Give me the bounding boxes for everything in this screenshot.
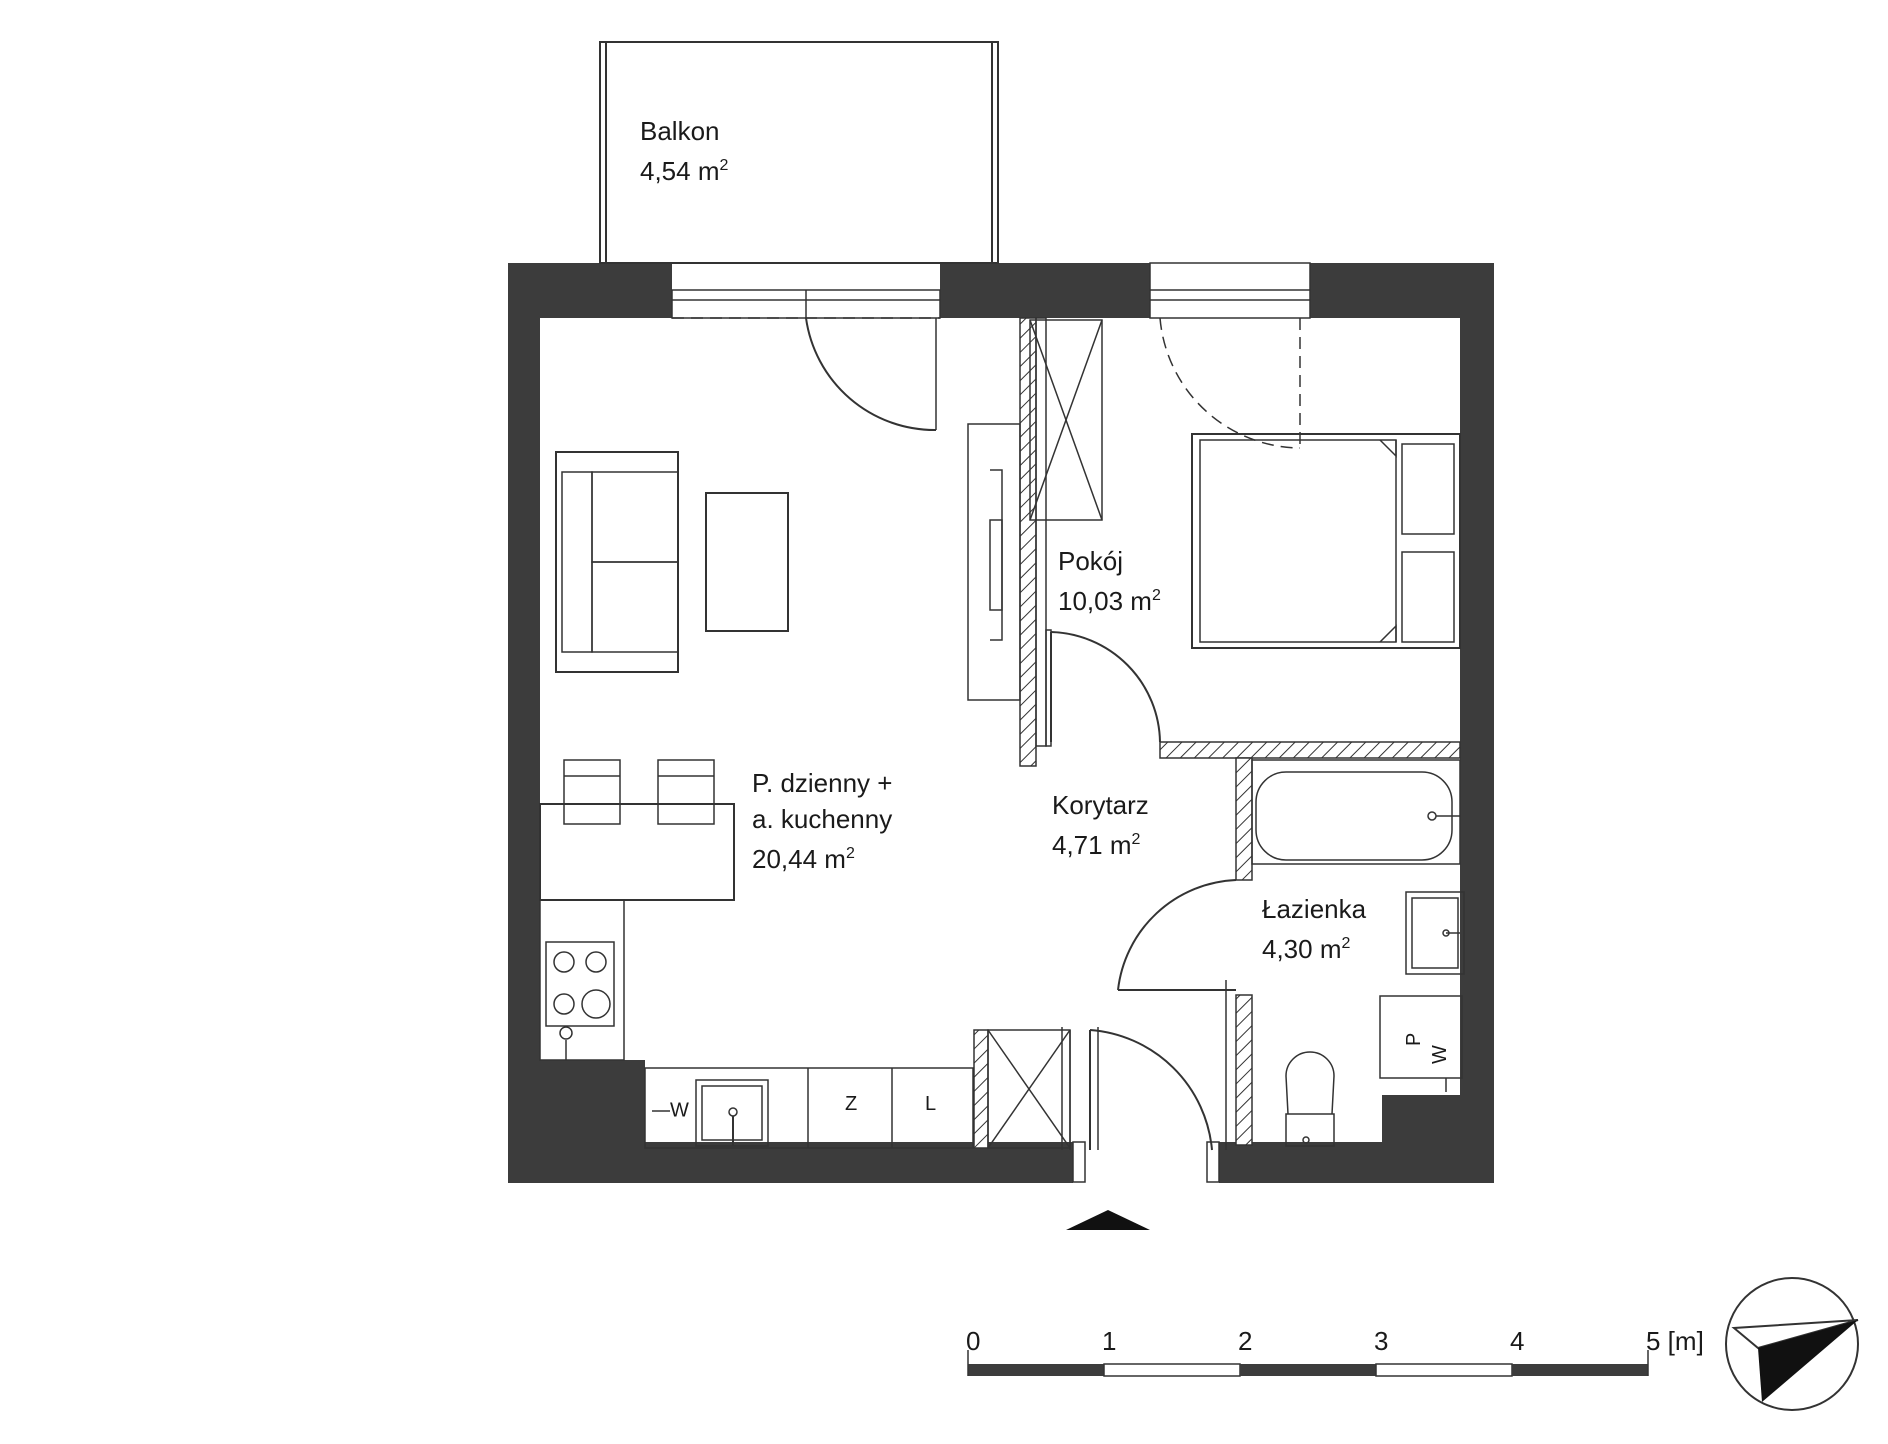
bed [1191, 433, 1461, 649]
room-area-dzienny: 20,44 m2 [752, 844, 855, 874]
entrance-arrow-icon [1066, 1210, 1150, 1230]
room-name-balkon: Balkon [640, 116, 720, 146]
scale-tick-1: 1 [1102, 1326, 1116, 1356]
entrance-frame [1072, 1141, 1220, 1183]
interior-walls [1019, 317, 1461, 1150]
scale-tick-0: 0 [966, 1326, 980, 1356]
scale-bar: 0 1 2 3 4 5 [m] [966, 1326, 1704, 1377]
balcony-door-window [671, 289, 941, 432]
bath-water-label: W [1429, 1045, 1451, 1064]
kitchen-island [539, 759, 735, 901]
wardrobe [1029, 319, 1103, 521]
washbasin [1405, 891, 1465, 975]
sofa [555, 451, 679, 673]
scale-tick-2: 2 [1238, 1326, 1252, 1356]
washing-machine [1379, 995, 1463, 1092]
kitchen-counter [539, 899, 974, 1149]
exterior-walls [508, 263, 1494, 1183]
room-area-korytarz: 4,71 m2 [1052, 830, 1141, 860]
north-compass-icon [1725, 1277, 1859, 1411]
shaft [973, 1029, 1071, 1150]
toilet [1285, 1051, 1335, 1147]
scale-tick-3: 3 [1374, 1326, 1388, 1356]
doors [1050, 631, 1237, 1151]
room-name-dzienny-line2: a. kuchenny [752, 804, 892, 834]
room-name-lazienka: Łazienka [1262, 894, 1367, 924]
scale-tick-5: 5 [m] [1646, 1326, 1704, 1356]
coffee-table [705, 492, 789, 632]
room-name-dzienny-line1: P. dzienny + [752, 768, 892, 798]
balcony [599, 41, 999, 264]
tv-unit [967, 423, 1021, 701]
room-area-pokoj: 10,03 m2 [1058, 586, 1161, 616]
scale-tick-4: 4 [1510, 1326, 1524, 1356]
room-area-lazienka: 4,30 m2 [1262, 934, 1351, 964]
room-area-balkon: 4,54 m2 [640, 156, 729, 186]
bathtub [1251, 759, 1461, 865]
bedroom-window [1149, 262, 1311, 449]
kitchen-water-label: W [670, 1099, 689, 1121]
fridge-label: L [925, 1093, 936, 1115]
freezer-label: Z [845, 1093, 857, 1115]
washer-label: P [1403, 1033, 1425, 1046]
room-name-pokoj: Pokój [1058, 546, 1123, 576]
room-name-korytarz: Korytarz [1052, 790, 1149, 820]
